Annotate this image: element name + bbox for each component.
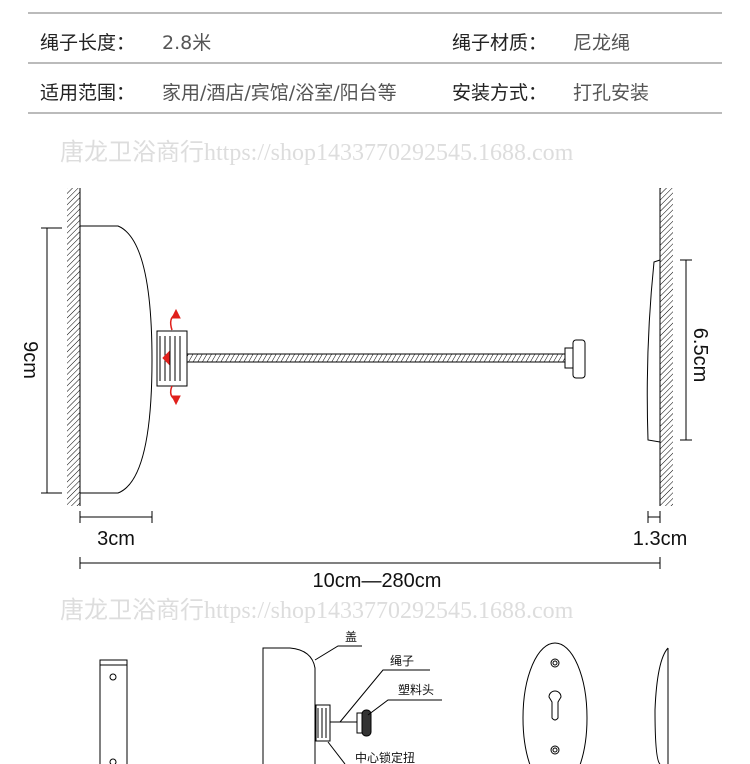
- spec-value-rope-material: 尼龙绳: [573, 32, 630, 54]
- mount-bracket: [99, 659, 128, 764]
- spec-label-rope-length: 绳子长度：: [40, 32, 135, 54]
- rotation-arrow-icon: [162, 308, 181, 406]
- hook-plate-side: [654, 647, 669, 764]
- spec-label-usage: 适用范围：: [40, 82, 135, 104]
- watermark: 唐龙卫浴商行https://shop1433770292545.1688.com: [60, 139, 574, 166]
- spec-value-rope-length: 2.8米: [162, 32, 211, 54]
- spec-table: 绳子长度： 2.8米 绳子材质： 尼龙绳 适用范围： 家用/酒店/宾馆/浴室/阳…: [28, 12, 722, 114]
- dim-span: 10cm—280cm: [313, 570, 442, 592]
- label-cover: 盖: [345, 630, 357, 644]
- label-rope: 绳子: [390, 654, 414, 668]
- hook-plate: [646, 259, 661, 443]
- right-wall: [660, 188, 673, 506]
- plastic-head: [572, 339, 586, 379]
- dim-depth-right: 1.3cm: [633, 528, 687, 550]
- spec-value-install: 打孔安装: [573, 82, 649, 104]
- dim-depth-left: 3cm: [97, 528, 135, 550]
- spec-label-install: 安装方式：: [452, 82, 547, 104]
- lock-knob: [156, 330, 188, 387]
- label-center-lock: 中心锁定扭: [355, 750, 415, 764]
- spec-value-usage: 家用/酒店/宾馆/浴室/阳台等: [162, 82, 397, 104]
- keyhole-icon: [548, 690, 562, 721]
- dim-height-left: 9cm: [19, 341, 41, 379]
- hook-plate-front: [522, 642, 588, 764]
- spec-label-rope-material: 绳子材质：: [452, 32, 547, 54]
- dispenser-side: [262, 647, 316, 764]
- label-plastic-head: 塑料头: [398, 682, 434, 697]
- dispenser-body: [80, 225, 153, 494]
- left-wall: [67, 188, 80, 506]
- watermark: 唐龙卫浴商行https://shop1433770292545.1688.com: [60, 597, 574, 624]
- dimension-drawing: 9cm 6.5cm 3cm 1.3cm 10cm—280cm: [19, 188, 711, 592]
- dim-height-right: 6.5cm: [689, 328, 711, 382]
- parts-drawing: 盖 绳子 塑料头 中心锁定扭: [99, 630, 669, 764]
- plastic-head: [361, 709, 372, 737]
- rope-end: [564, 347, 574, 369]
- rope: [186, 353, 566, 363]
